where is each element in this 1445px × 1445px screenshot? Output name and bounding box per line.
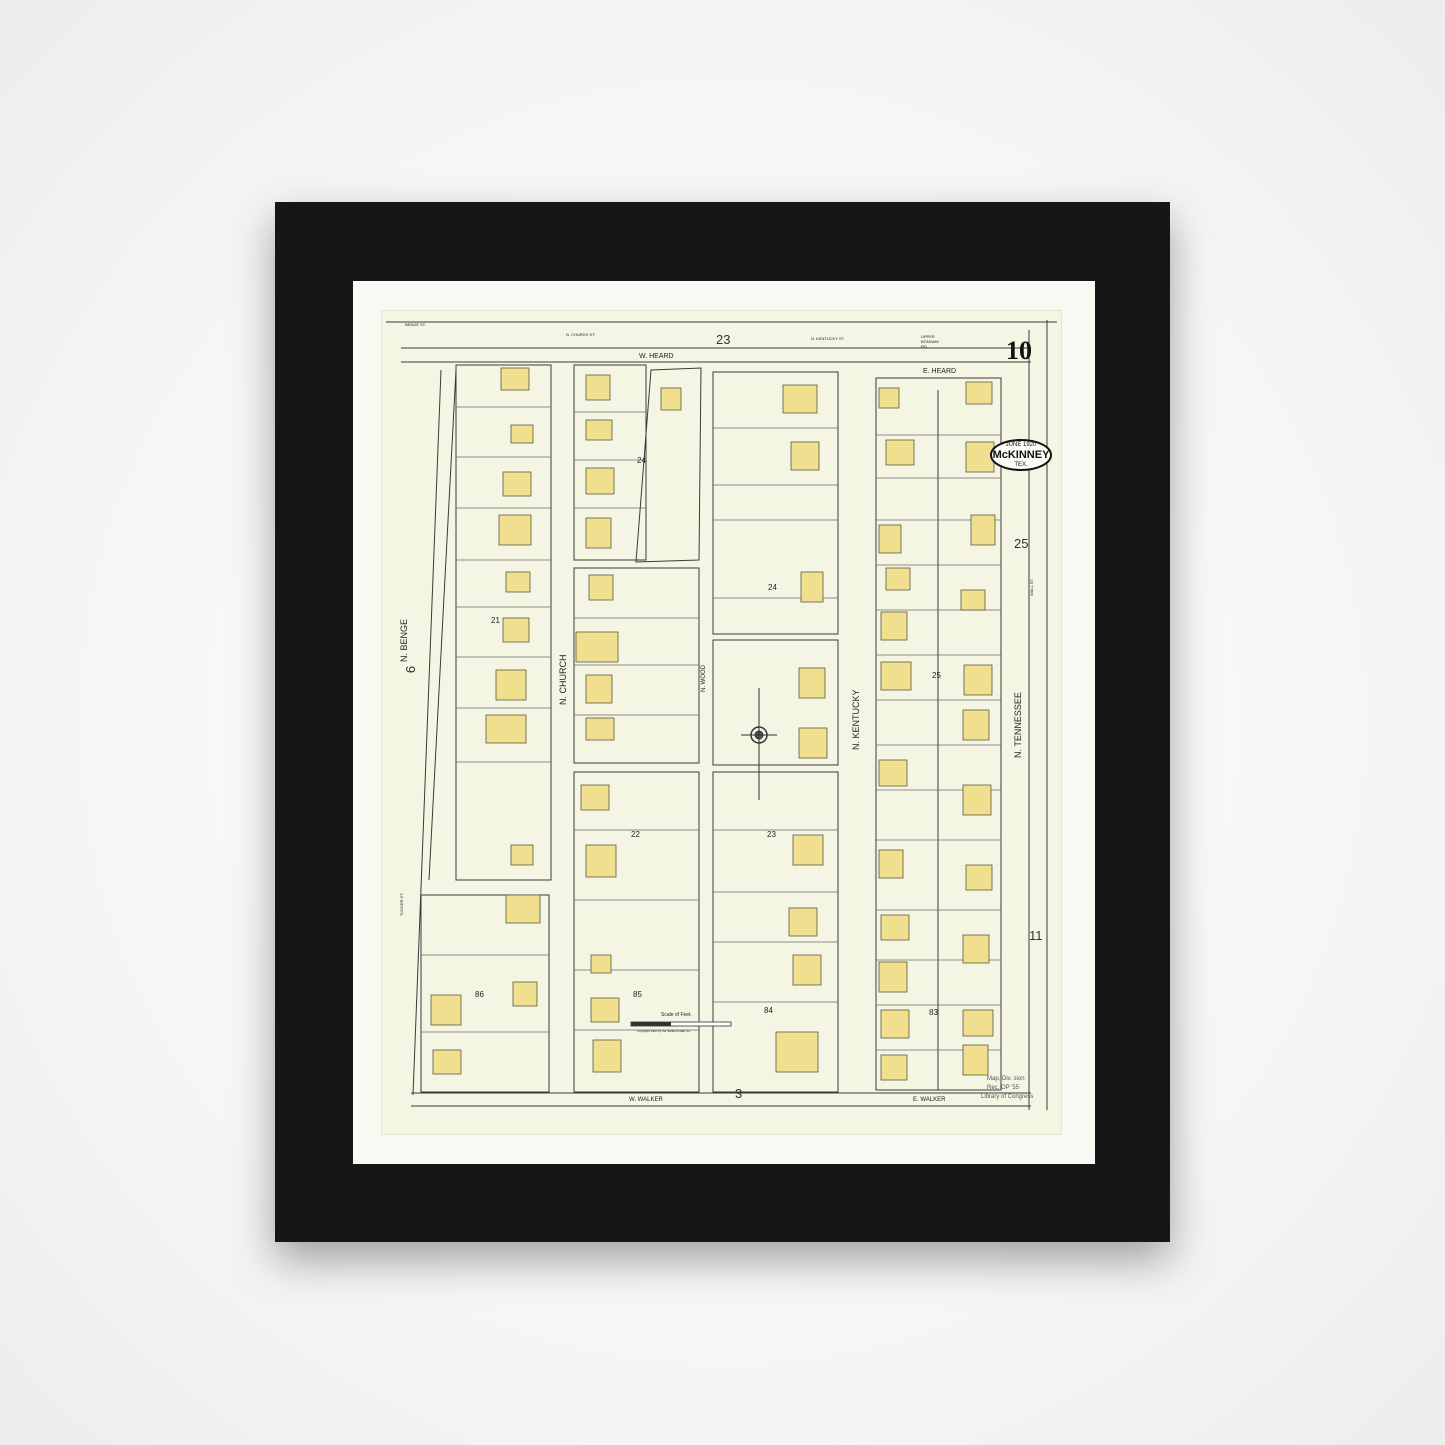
n-benge-street-west (412, 369, 442, 1096)
block-number-24-east: 24 (768, 583, 777, 592)
block-number-25: 25 (932, 671, 941, 680)
block-24-east-outline (712, 371, 839, 635)
adjacent-sheet-east: 25 (1014, 536, 1029, 551)
street-top-bonham: UPPER BONHAM RD (921, 334, 939, 349)
street-n-church: N. CHURCH (558, 654, 568, 706)
adjacent-sheet-southeast: 11 (1029, 928, 1043, 943)
street-top-kentucky: N. KENTUCKY ST. (811, 336, 845, 341)
block-church-north (573, 364, 647, 561)
street-e-heard: E. HEARD (923, 368, 957, 375)
block-number-23: 23 (767, 830, 776, 839)
street-n-benge: N. BENGE (399, 618, 409, 662)
block-23-84-outline (712, 771, 839, 1093)
stamp-city: McKINNEY (992, 449, 1050, 461)
block-86-outline (420, 894, 550, 1093)
block-compass-outline (712, 639, 839, 766)
block-24-west-outline (635, 367, 702, 563)
n-benge-street-east (428, 369, 457, 881)
block-22-85-outline (573, 771, 700, 1093)
block-number-21: 21 (491, 616, 500, 625)
street-top-benge: BENGE ST. (405, 322, 426, 327)
buildings (430, 367, 996, 1081)
street-w-heard: W. HEARD (639, 353, 674, 360)
city-stamp (990, 439, 1052, 471)
adjacent-sheet-south: 3 (735, 1086, 743, 1101)
credit-line-1: Map, Div. sion (987, 1076, 1025, 1082)
block-number-84: 84 (764, 1006, 773, 1015)
street-tucker-st: TUCKER ST. (399, 892, 404, 916)
credit-line-3: Library of Congress (981, 1094, 1034, 1100)
sanborn-map-sheet: 10 JUNE 1920 McKINNEY TEX. 23 25 11 3 9 … (381, 310, 1062, 1135)
stamp-state: TEX. (1014, 462, 1028, 468)
street-e-walker: E. WALKER (913, 1097, 946, 1103)
block-number-24-west: 24 (637, 456, 646, 465)
block-21-outline (455, 364, 552, 881)
block-church-middle (573, 567, 700, 764)
credit-line-2: Rec. OP '55 (987, 1085, 1020, 1091)
sheet-number: 10 (1006, 336, 1032, 365)
scale-copyright: Copyright 1920 by the Sanborn Map Co. (637, 1029, 691, 1033)
street-n-tennessee: N. TENNESSEE (1013, 692, 1023, 758)
scale-label: Scale of Feet. (661, 1012, 692, 1018)
stamp-date: JUNE 1920 (1005, 442, 1037, 448)
adjacent-sheet-west: 9 (403, 665, 419, 674)
street-top-church: N. CHURCH ST. (566, 332, 596, 337)
street-wall-st: WALL ST. (1029, 578, 1034, 597)
block-number-83: 83 (929, 1008, 938, 1017)
street-n-wood: N. WOOD (701, 665, 707, 692)
map-drawing (386, 320, 1057, 1110)
street-n-kentucky: N. KENTUCKY (851, 689, 861, 750)
compass-rose-icon (741, 688, 777, 800)
block-number-22: 22 (631, 830, 640, 839)
adjacent-sheet-north: 23 (716, 332, 731, 347)
block-number-85: 85 (633, 990, 642, 999)
block-number-86: 86 (475, 990, 484, 999)
scale-bar (630, 1021, 732, 1027)
street-w-walker: W. WALKER (629, 1097, 663, 1103)
